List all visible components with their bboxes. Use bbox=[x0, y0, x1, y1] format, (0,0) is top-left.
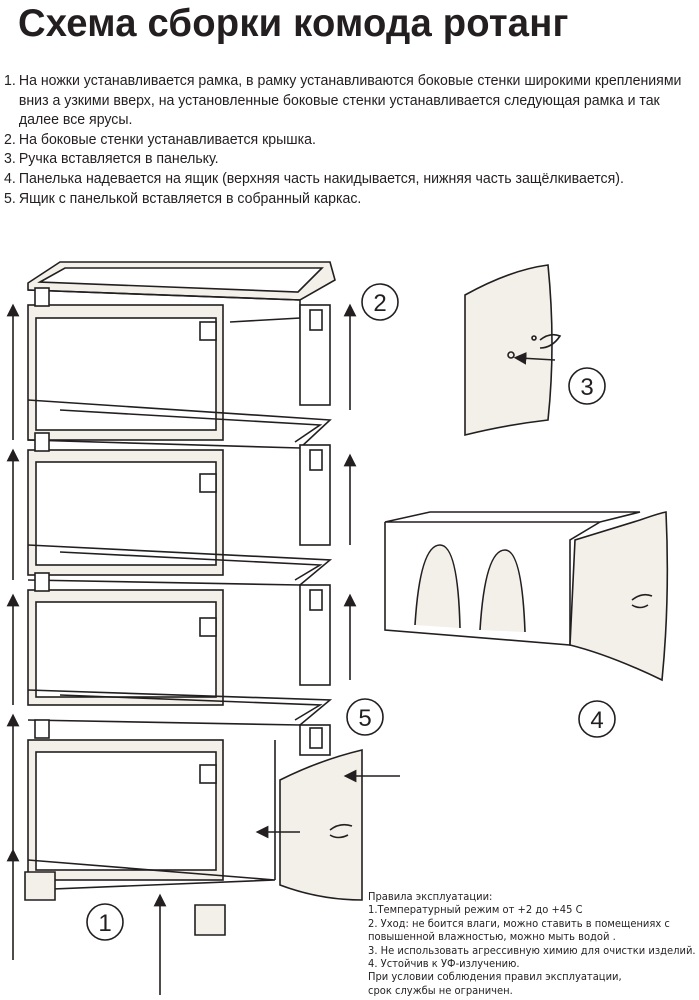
rules-line: 1.Температурный режим от +2 до +45 С bbox=[368, 903, 583, 917]
step-text: Ручка вставляется в панельку. bbox=[18, 150, 219, 168]
drawer-box bbox=[384, 511, 669, 682]
assembly-steps: 1.На ножки устанавливается рамка, в рамк… bbox=[4, 71, 697, 208]
step-number: 1. bbox=[4, 72, 16, 89]
callout-5 bbox=[346, 698, 384, 736]
arrows bbox=[6, 303, 556, 995]
drawer-panel-inserting bbox=[279, 748, 363, 901]
step-number: 4. bbox=[4, 169, 16, 187]
callout-4-label: 4 bbox=[590, 707, 603, 734]
callout-3-label: 3 bbox=[580, 374, 593, 401]
dresser-frame bbox=[24, 287, 333, 936]
usage-rules: Правила эксплуатации: 1.Температурный ре… bbox=[368, 890, 696, 997]
callout-3 bbox=[568, 367, 606, 405]
callout-markers: 2 3 4 5 1 bbox=[86, 283, 616, 941]
callout-1 bbox=[86, 903, 124, 941]
handle-icon bbox=[539, 333, 562, 349]
callout-4 bbox=[578, 700, 616, 738]
handle-icon bbox=[329, 823, 353, 839]
step-number: 5. bbox=[4, 189, 16, 207]
step-text: Ящик с панелькой вставляется в собранный… bbox=[18, 189, 362, 207]
step-2: 2.На боковые стенки устанавливается крыш… bbox=[4, 130, 697, 150]
rules-line: срок службы не ограничен. bbox=[368, 983, 513, 997]
callout-5-label: 5 bbox=[358, 705, 371, 732]
step-1: 1.На ножки устанавливается рамка, в рамк… bbox=[4, 71, 697, 130]
rules-line: 4. Устойчив к УФ-излучению. bbox=[368, 957, 520, 971]
step-text: На ножки устанавливается рамка, в рамку … bbox=[18, 72, 682, 129]
rules-line: 2. Уход: не боится влаги, можно ставить … bbox=[368, 916, 670, 930]
step-3: 3.Ручка вставляется в панельку. bbox=[4, 149, 697, 169]
page-title: Схема сборки комода ротанг bbox=[18, 2, 569, 45]
step-text: На боковые стенки устанавливается крышка… bbox=[18, 130, 316, 148]
assembly-diagram: 2 3 4 5 1 bbox=[6, 261, 669, 995]
rules-line: 3. Не использовать агрессивную химию для… bbox=[368, 943, 696, 957]
step-text: Панелька надевается на ящик (верхняя час… bbox=[18, 169, 624, 187]
rules-line: повышенной влажностью, можно мыть водой … bbox=[368, 930, 616, 944]
callout-2 bbox=[361, 283, 399, 321]
step-number: 3. bbox=[4, 150, 16, 168]
callout-2-label: 2 bbox=[373, 290, 386, 317]
step-4: 4.Панелька надевается на ящик (верхняя ч… bbox=[4, 169, 697, 189]
step-number: 2. bbox=[4, 130, 16, 148]
step-5: 5.Ящик с панелькой вставляется в собранн… bbox=[4, 189, 697, 209]
rules-line: При условии соблюдения правил эксплуатац… bbox=[368, 970, 622, 984]
rules-heading: Правила эксплуатации: bbox=[368, 890, 493, 903]
callout-1-label: 1 bbox=[98, 910, 111, 937]
front-panel-with-handle bbox=[464, 264, 553, 437]
